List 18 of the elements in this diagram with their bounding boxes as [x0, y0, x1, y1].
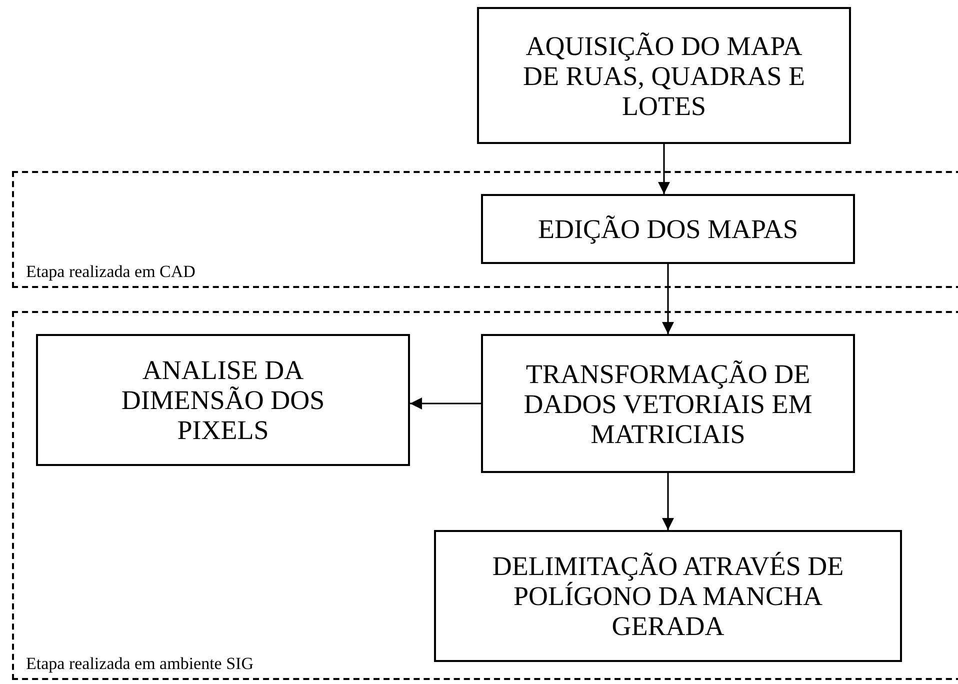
box-text: TRANSFORMAÇÃO DE DADOS VETORIAIS EM MATRICIAIS — [522, 358, 814, 448]
process-box — [434, 530, 902, 662]
process-box — [36, 334, 410, 466]
box-text: ANALISE DA DIMENSÃO DOS PIXELS — [120, 355, 326, 445]
process-box — [477, 7, 851, 144]
dashed-stage-region — [12, 311, 958, 680]
arrow — [658, 144, 670, 194]
box-text: DELIMITAÇÃO ATRAVÉS DE POLÍGONO DA MANCHA GERADA — [491, 551, 845, 641]
dashed-stage-region — [12, 171, 958, 288]
region-label: Etapa realizada em ambiente SIG — [26, 654, 254, 674]
arrow — [410, 398, 481, 410]
arrow — [662, 264, 674, 334]
region-label: Etapa realizada em CAD — [26, 262, 196, 282]
process-box — [481, 194, 855, 264]
box-text: EDIÇÃO DOS MAPAS — [536, 214, 800, 244]
arrow — [662, 473, 674, 530]
box-text: AQUISIÇÃO DO MAPA DE RUAS, QUADRAS E LOTES — [522, 30, 806, 120]
process-box — [481, 334, 855, 473]
